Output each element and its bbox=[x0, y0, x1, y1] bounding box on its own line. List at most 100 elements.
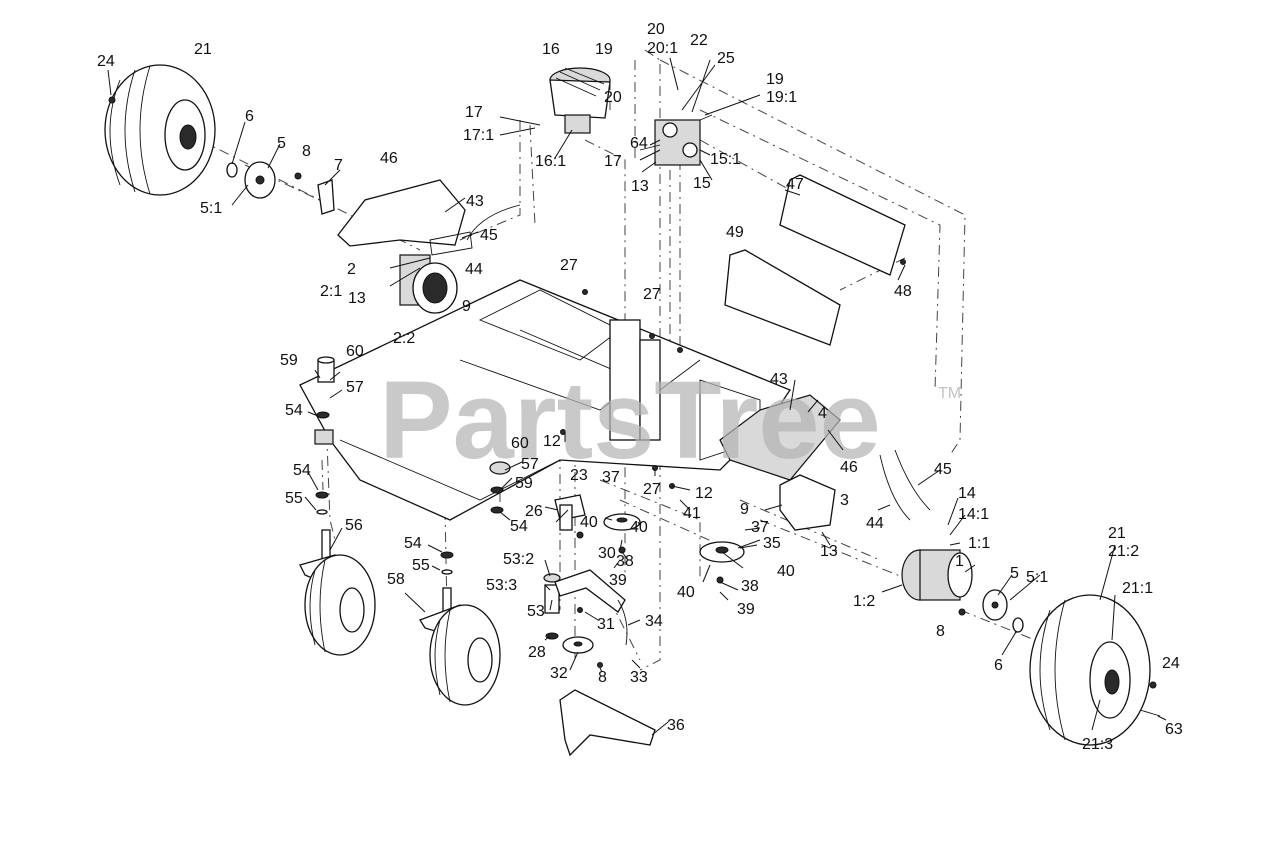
front-caster-wheel-left bbox=[304, 554, 376, 656]
callout-label: 41 bbox=[683, 505, 701, 522]
callout-label: 44 bbox=[465, 261, 483, 278]
right-rear-wheel bbox=[1029, 594, 1151, 746]
callout-label: 40 bbox=[677, 584, 695, 601]
callout-label: 48 bbox=[894, 283, 912, 300]
chassis-frame bbox=[299, 279, 791, 521]
watermark-trademark: TM bbox=[938, 385, 961, 402]
callout-label: 17:1 bbox=[463, 127, 494, 144]
callout-label: 46 bbox=[840, 459, 858, 476]
callout-label: 53:3 bbox=[486, 577, 517, 594]
callout-label: 7 bbox=[334, 157, 343, 174]
callout-label: 38 bbox=[616, 553, 634, 570]
bolt-icon bbox=[577, 607, 583, 613]
callout-label: 45 bbox=[480, 227, 498, 244]
callout-label: 35 bbox=[763, 535, 781, 552]
callout-label: 54 bbox=[510, 518, 528, 535]
callout-label: 39 bbox=[737, 601, 755, 618]
pulley-40-upper bbox=[603, 513, 641, 531]
control-valve-assembly bbox=[639, 114, 713, 166]
valve-stem-part bbox=[1139, 709, 1161, 717]
callout-label: 23 bbox=[570, 467, 588, 484]
callout-label: 59 bbox=[280, 352, 298, 369]
callout-label: 44 bbox=[866, 515, 884, 532]
left-wheel-hub bbox=[244, 161, 276, 199]
callout-label: 12 bbox=[695, 485, 713, 502]
callout-label: 58 bbox=[387, 571, 405, 588]
callout-label: 24 bbox=[1162, 655, 1180, 672]
leader-lines bbox=[107, 57, 1167, 736]
front-caster-wheel-right bbox=[429, 604, 501, 706]
callout-label: 28 bbox=[528, 644, 546, 661]
callout-label: 21:2 bbox=[1108, 543, 1139, 560]
callout-label: 21 bbox=[194, 41, 212, 58]
callout-label: 57 bbox=[521, 456, 539, 473]
callout-label: 20 bbox=[647, 21, 665, 38]
callout-label: 45 bbox=[934, 461, 952, 478]
nut-icon bbox=[716, 576, 724, 584]
hose-45 bbox=[894, 449, 931, 511]
callout-label: 37 bbox=[602, 469, 620, 486]
hose-44 bbox=[879, 454, 911, 521]
callout-label: 60 bbox=[511, 435, 529, 452]
callout-label: 5:1 bbox=[1026, 569, 1048, 586]
motor-bracket bbox=[779, 474, 836, 531]
callout-label: 2:2 bbox=[393, 330, 415, 347]
callout-label: 64 bbox=[630, 135, 648, 152]
callout-label: 13 bbox=[820, 543, 838, 560]
callout-label: 63 bbox=[1165, 721, 1183, 738]
spacer-part bbox=[1012, 617, 1024, 633]
callout-label: 2 bbox=[347, 261, 356, 278]
callout-label: 53:2 bbox=[503, 551, 534, 568]
callout-label: 17 bbox=[604, 153, 622, 170]
callout-label: 26 bbox=[525, 503, 543, 520]
idler-pulley bbox=[562, 636, 594, 654]
callout-label: 6 bbox=[245, 108, 254, 125]
motor-shield-left bbox=[337, 179, 466, 247]
shield-47 bbox=[779, 174, 906, 276]
callout-label: 30 bbox=[598, 545, 616, 562]
callout-label: 49 bbox=[726, 224, 744, 241]
bolt-icon bbox=[576, 531, 584, 539]
callout-label: 19 bbox=[766, 71, 784, 88]
callout-label: 14:1 bbox=[958, 506, 989, 523]
callout-label: 33 bbox=[630, 669, 648, 686]
left-hydraulic-motor bbox=[399, 231, 473, 314]
callout-label: 54 bbox=[404, 535, 422, 552]
callout-label: 55 bbox=[285, 490, 303, 507]
callout-label: 60 bbox=[346, 343, 364, 360]
callout-label: 1:2 bbox=[853, 593, 875, 610]
watermark-text: PartsTree bbox=[379, 359, 880, 482]
callout-label: 4 bbox=[818, 405, 827, 422]
callout-label: 27 bbox=[560, 257, 578, 274]
callout-label: 54 bbox=[285, 402, 303, 419]
callout-label: 1:1 bbox=[968, 535, 990, 552]
pump-assembly bbox=[549, 67, 611, 134]
callout-label: 55 bbox=[412, 557, 430, 574]
callout-label: 59 bbox=[515, 475, 533, 492]
callout-label: 34 bbox=[645, 613, 663, 630]
callout-label: 19:1 bbox=[766, 89, 797, 106]
callout-label: 27 bbox=[643, 481, 661, 498]
callout-label: 12 bbox=[543, 433, 561, 450]
lug-nut-icon bbox=[1149, 681, 1157, 689]
callout-label: 1 bbox=[955, 553, 964, 570]
bushing-53 bbox=[543, 573, 561, 640]
right-wheel-hub bbox=[982, 589, 1008, 621]
bolt-icon bbox=[294, 172, 302, 180]
callout-label: 24 bbox=[97, 53, 115, 70]
callout-label: 9 bbox=[740, 501, 749, 518]
callout-label: 5:1 bbox=[200, 200, 222, 217]
callout-label: 22 bbox=[690, 32, 708, 49]
callout-label: 16 bbox=[542, 41, 560, 58]
shield-49 bbox=[724, 249, 841, 346]
callout-label: 2:1 bbox=[320, 283, 342, 300]
callout-label: 21 bbox=[1108, 525, 1126, 542]
callout-label: 40 bbox=[777, 563, 795, 580]
callout-label: 25 bbox=[717, 50, 735, 67]
callout-label: 20:1 bbox=[647, 40, 678, 57]
callout-label: 27 bbox=[643, 286, 661, 303]
callout-label: 21:1 bbox=[1122, 580, 1153, 597]
nut-icon bbox=[597, 662, 603, 668]
callout-label: 21:3 bbox=[1082, 736, 1113, 753]
